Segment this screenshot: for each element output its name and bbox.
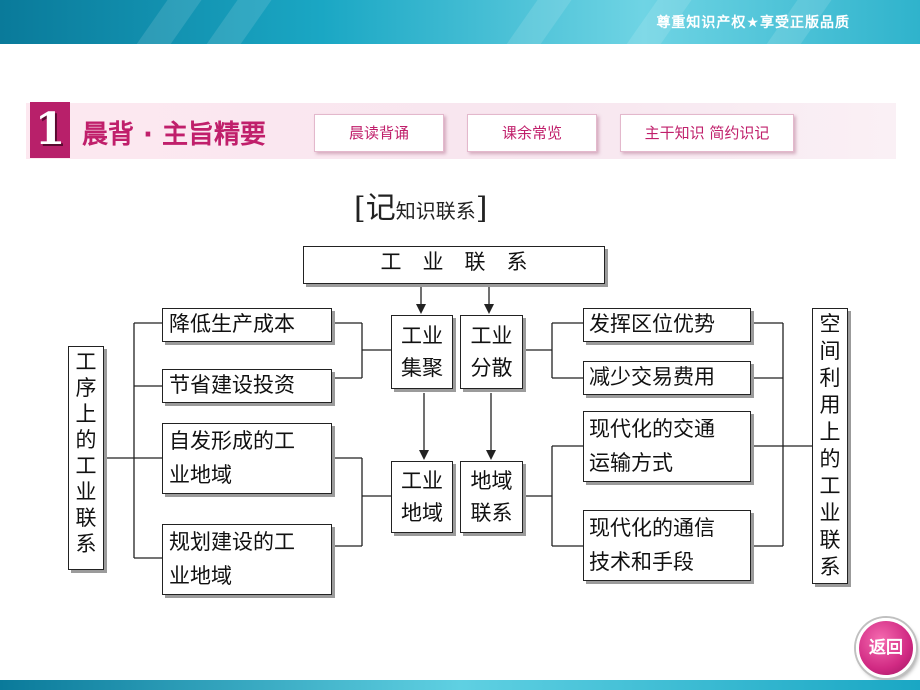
copyright-slogan: 尊重知识产权★享受正版品质 bbox=[656, 15, 850, 31]
diagram-heading: [记知识联系] bbox=[354, 191, 488, 226]
tab-morning-reading[interactable]: 晨读背诵 bbox=[314, 114, 444, 152]
box-modern-communication: 现代化的通信技术和手段 bbox=[583, 510, 751, 581]
back-button[interactable]: 返回 bbox=[856, 618, 916, 678]
box-industrial-agglomeration: 工业集聚 bbox=[391, 315, 453, 389]
bottom-banner bbox=[0, 680, 920, 690]
box-save-investment: 节省建设投资 bbox=[162, 369, 332, 403]
box-modern-transport: 现代化的交通运输方式 bbox=[583, 411, 751, 482]
label-spatial-linkage: 空间利用上的工业联系 bbox=[812, 308, 848, 584]
section-title: 晨背 · 主旨精要 bbox=[82, 120, 266, 150]
tab-spare-time[interactable]: 课余常览 bbox=[467, 114, 597, 152]
box-industrial-linkage: 工 业 联 系 bbox=[303, 246, 605, 284]
box-spontaneous-region: 自发形成的工业地域 bbox=[162, 423, 332, 494]
label-process-linkage: 工序上的工业联系 bbox=[68, 346, 104, 570]
box-reduce-cost: 降低生产成本 bbox=[162, 308, 332, 342]
section-number: 1 bbox=[30, 102, 70, 158]
top-banner: 尊重知识产权★享受正版品质 bbox=[0, 0, 920, 44]
box-reduce-transaction: 减少交易费用 bbox=[583, 361, 751, 395]
box-location-advantage: 发挥区位优势 bbox=[583, 308, 751, 342]
box-planned-region: 规划建设的工业地域 bbox=[162, 524, 332, 595]
box-regional-linkage: 地域联系 bbox=[460, 461, 523, 533]
box-industrial-region: 工业地域 bbox=[391, 461, 453, 533]
tab-main-knowledge[interactable]: 主干知识 简约识记 bbox=[620, 114, 794, 152]
box-industrial-dispersion: 工业分散 bbox=[460, 315, 523, 389]
